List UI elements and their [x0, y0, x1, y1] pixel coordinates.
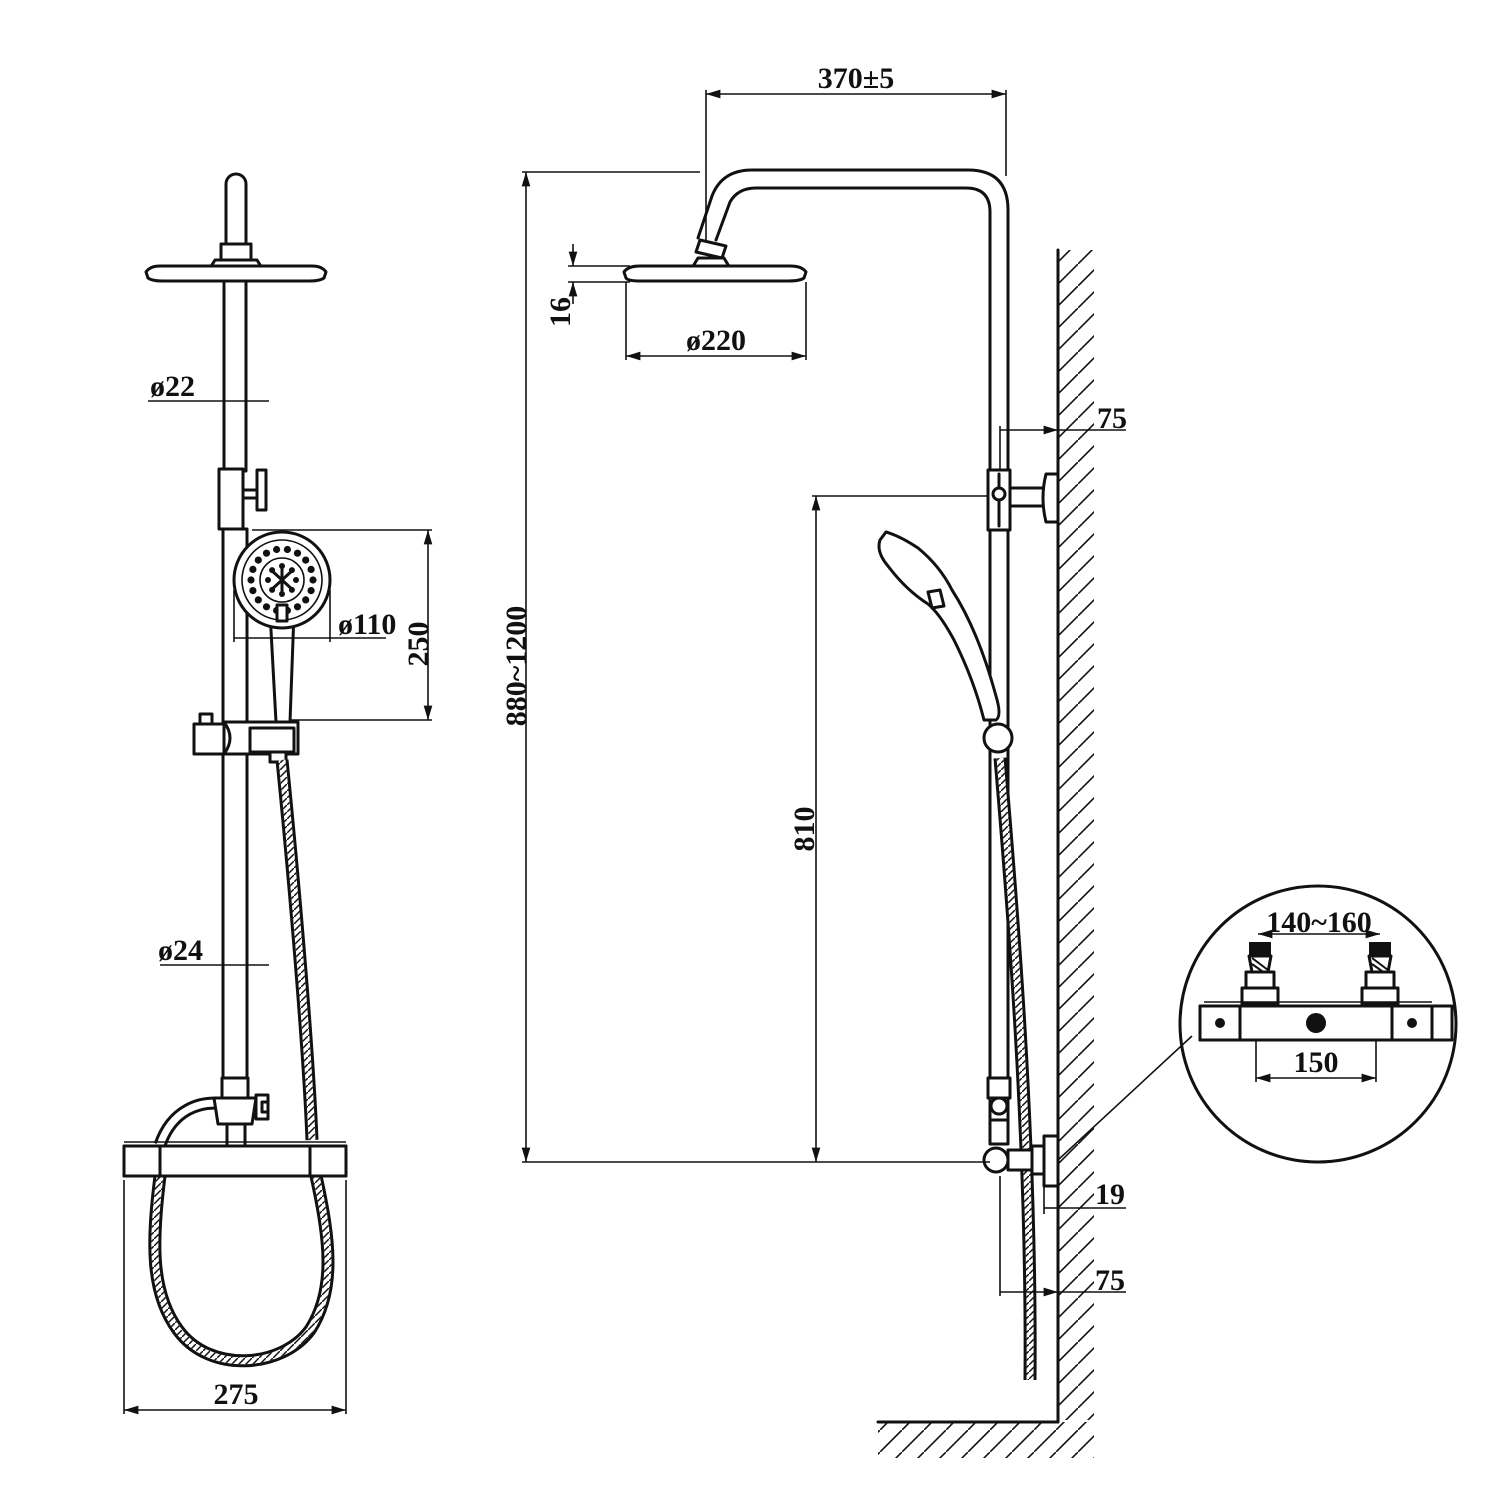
label-handset-diameter: ø110	[338, 608, 396, 641]
detail-valve-body	[1198, 1001, 1454, 1042]
side-height-lock	[986, 468, 1012, 532]
nozzle-dot	[273, 545, 281, 554]
side-slide-holder	[982, 722, 1014, 754]
side-view: 370±5 16 ø220 880~1200 810 75	[500, 62, 1127, 1458]
nozzle-dot	[302, 596, 310, 604]
front-bar-valve	[122, 1141, 348, 1178]
front-slide-holder	[192, 712, 300, 764]
label-wall-bracket-offset: 75	[1097, 402, 1127, 435]
front-diverter	[212, 1076, 270, 1148]
label-inlet-offset: 19	[1095, 1178, 1125, 1211]
side-shower-head	[622, 256, 808, 283]
nozzle-dot	[262, 603, 271, 611]
label-valve-depth: 75	[1095, 1264, 1125, 1297]
nozzle-dot	[265, 577, 271, 583]
side-wall-bracket	[1008, 472, 1060, 524]
nozzle-dot	[293, 549, 302, 557]
nozzle-dot	[293, 603, 302, 611]
nozzle-dot	[247, 576, 255, 584]
label-adjustable-height: 880~1200	[500, 606, 533, 727]
nozzle-dot	[302, 556, 310, 564]
side-dimensions: 370±5 16 ø220 880~1200 810 75	[500, 62, 1127, 1297]
label-head-thickness: 16	[544, 297, 577, 327]
detail-right-inlet	[1360, 942, 1400, 1006]
nozzle-dot	[307, 565, 315, 574]
side-hand-shower	[877, 530, 1001, 722]
front-dimensions: ø22 ø24 250 ø110 275	[123, 370, 435, 1415]
front-height-lock	[217, 467, 268, 531]
nozzle-dot	[254, 596, 262, 604]
label-valve-width: 275	[214, 1378, 259, 1411]
label-handset-height: 250	[402, 622, 435, 667]
detail-left-inlet	[1240, 942, 1280, 1006]
nozzle-dot	[283, 545, 291, 554]
label-holder-height: 810	[788, 807, 821, 852]
front-shower-head	[144, 172, 328, 283]
nozzle-dot	[309, 576, 317, 584]
side-diverter	[986, 1076, 1012, 1146]
floor	[876, 1420, 1094, 1458]
front-view: ø22 ø24 250 ø110 275	[122, 172, 435, 1415]
label-riser-top-diameter: ø22	[150, 370, 195, 403]
nozzle-dot	[254, 556, 262, 564]
label-inlet-centres: 140~160	[1266, 906, 1372, 939]
front-hand-shower	[232, 530, 332, 724]
detail-dimensions: 140~160 150	[1255, 906, 1380, 1083]
nozzle-dot	[262, 549, 271, 557]
side-riser-arm	[694, 168, 1010, 1142]
label-arm-reach: 370±5	[818, 62, 894, 95]
valve-detail: 140~160 150	[1057, 884, 1458, 1164]
label-valve-centre-width: 150	[1294, 1046, 1339, 1079]
label-riser-bottom-diameter: ø24	[158, 934, 203, 967]
nozzle-dot	[307, 587, 315, 595]
side-bar-valve	[982, 1134, 1060, 1188]
nozzle-dot	[249, 565, 257, 574]
label-head-diameter: ø220	[686, 324, 746, 357]
side-hose	[993, 757, 1037, 1381]
nozzle-dot	[249, 587, 257, 595]
wall	[1056, 248, 1094, 1424]
front-upper-riser	[222, 279, 248, 473]
front-lower-riser	[221, 527, 249, 1081]
nozzle-dot	[293, 577, 299, 583]
